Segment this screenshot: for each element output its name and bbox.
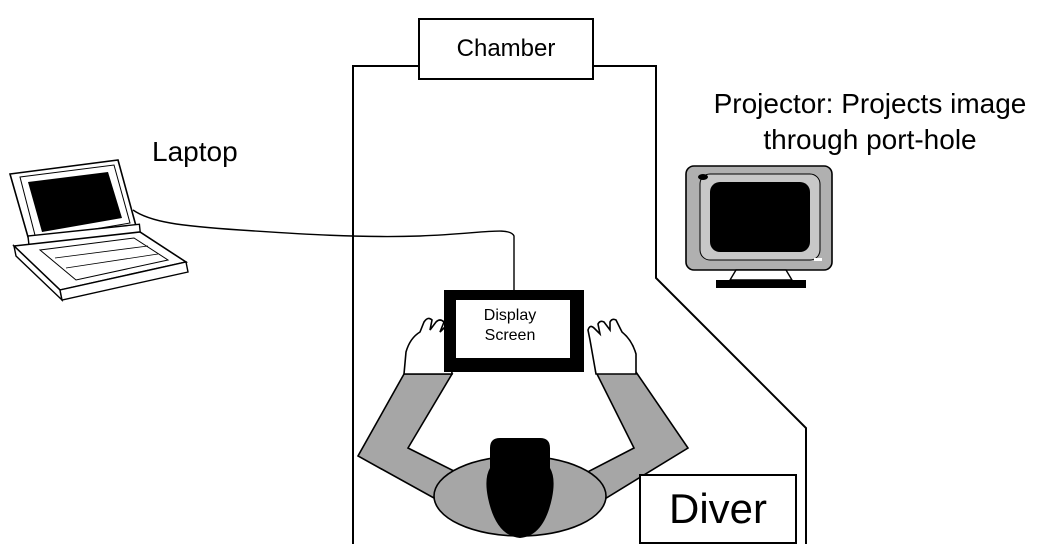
diver-right-hand	[587, 318, 637, 375]
projector-icon	[685, 165, 833, 288]
chamber-outline	[352, 65, 807, 544]
laptop-cable	[132, 209, 515, 290]
projector-label: Projector: Projects image through port-h…	[690, 86, 1050, 158]
projector-label-line2: through port-hole	[763, 124, 977, 155]
diver-figure	[356, 317, 690, 538]
laptop-icon	[8, 159, 189, 303]
diver-head	[486, 438, 554, 538]
display-screen	[444, 290, 584, 372]
display-label-line2: Screen	[484, 327, 536, 344]
projector-label-line1: Projector: Projects image	[713, 88, 1027, 119]
display-label-line1: Display	[483, 307, 537, 324]
display-screen-label: Display Screen	[458, 306, 562, 346]
diver-label: Diver	[639, 474, 797, 544]
chamber-label: Chamber	[418, 18, 594, 80]
laptop-label: Laptop	[152, 136, 238, 167]
